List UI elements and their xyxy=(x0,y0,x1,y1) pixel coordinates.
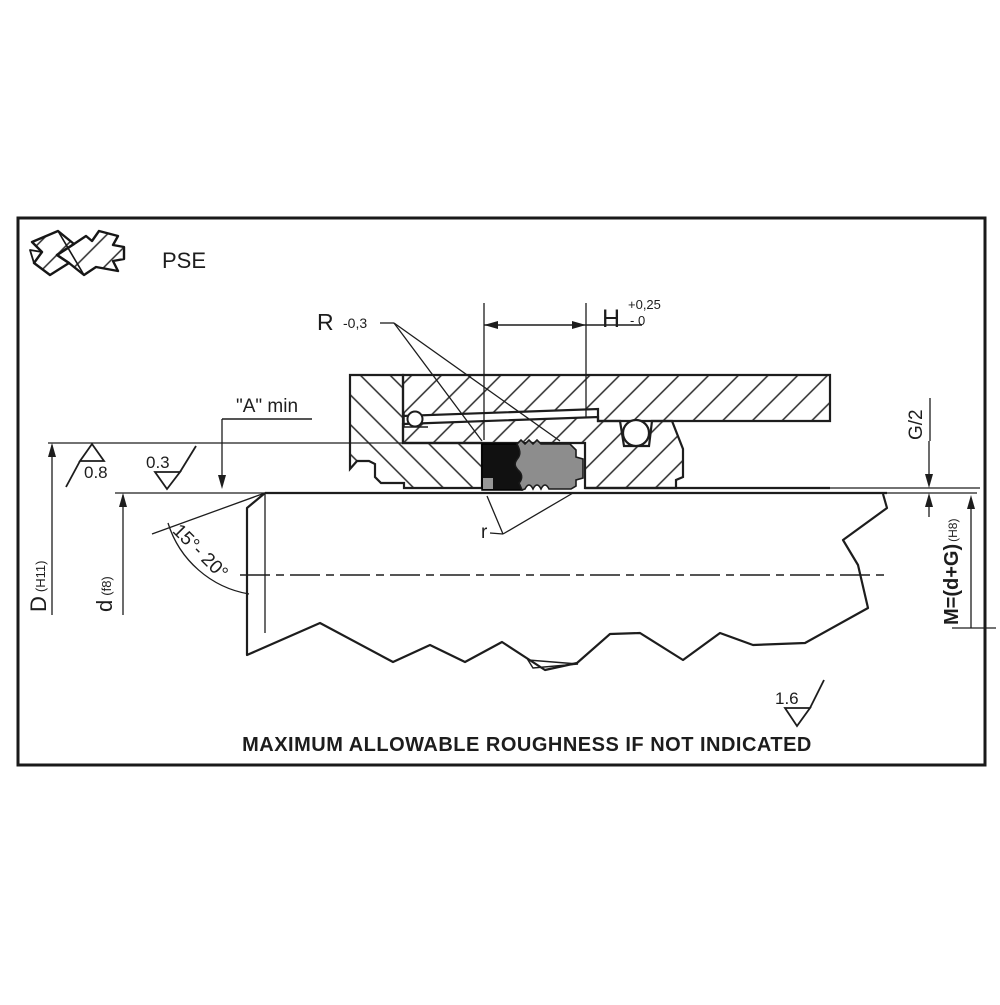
dimension-groove-corner-radius: R -0,3 xyxy=(317,309,561,442)
arrowhead-up xyxy=(925,493,933,507)
arrowhead-left xyxy=(484,321,498,329)
seal-profile-icon xyxy=(29,229,126,277)
svg-text:D(H11): D(H11) xyxy=(26,561,51,612)
dimension-groove-bore-diameter: D(H11) xyxy=(26,443,56,615)
dimension-groove-bottom-radius: r xyxy=(481,492,574,543)
housing-top-plate xyxy=(401,373,832,423)
series-label: PSE xyxy=(162,248,206,273)
svg-text:R: R xyxy=(317,309,334,335)
o-ring-left xyxy=(406,410,424,428)
arrowhead-down xyxy=(925,474,933,488)
dimension-groove-width: H +0,25 - 0 xyxy=(483,297,661,440)
o-ring-left-pocket xyxy=(403,412,428,428)
svg-text:H: H xyxy=(602,305,620,333)
roughness-symbol-groove-bore: 0.8 xyxy=(65,442,108,488)
arrowhead-up xyxy=(967,495,975,509)
roughness-value: 0.8 xyxy=(84,463,108,482)
rod-break-sliver xyxy=(526,659,579,669)
svg-text:r: r xyxy=(481,522,488,543)
svg-text:G/2: G/2 xyxy=(906,409,927,440)
svg-text:d(f8): d(f8) xyxy=(92,576,117,612)
dimension-rod-diameter: d(f8) xyxy=(92,493,127,615)
arrowhead-down xyxy=(218,475,226,489)
dimension-housing-bore-diameter: M=(d+G)(H8) xyxy=(941,495,996,629)
arrowhead-right xyxy=(572,321,586,329)
svg-text:+0,25: +0,25 xyxy=(628,297,661,312)
general-note: MAXIMUM ALLOWABLE ROUGHNESS IF NOT INDIC… xyxy=(242,734,812,756)
roughness-value: 1.6 xyxy=(775,689,799,708)
dimension-radial-clearance: G/2 xyxy=(906,398,933,517)
arrowhead-up xyxy=(119,493,127,507)
svg-text:"A" min: "A" min xyxy=(236,396,298,417)
o-ring-right xyxy=(621,418,651,448)
svg-text:-0,3: -0,3 xyxy=(343,315,367,331)
angle-dimension-arc xyxy=(167,522,250,595)
roughness-symbol-general: 1.6 xyxy=(775,679,825,728)
svg-text:M=(d+G)(H8): M=(d+G)(H8) xyxy=(941,519,963,625)
rod-outline xyxy=(245,492,889,672)
drawing-border-frame xyxy=(16,216,987,767)
arrowhead-up xyxy=(48,443,56,457)
svg-text:- 0: - 0 xyxy=(630,313,645,328)
dimension-lead-in-length: "A" min xyxy=(218,396,312,489)
roughness-symbol-rod-surface: 0.3 xyxy=(146,445,197,491)
seal-ring-element xyxy=(514,438,584,491)
seal-heel-step xyxy=(483,478,493,489)
chamfer-extension-line xyxy=(151,492,266,535)
roughness-value: 0.3 xyxy=(146,453,170,472)
housing-gland-body xyxy=(401,415,685,490)
